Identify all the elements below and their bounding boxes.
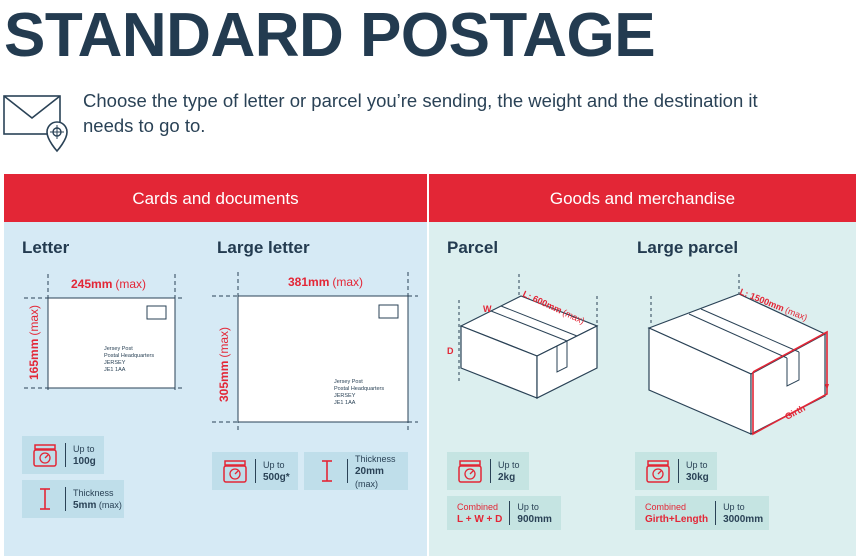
parcel-d-label: D [447,346,454,356]
letter-height-max: (max) [27,305,41,336]
large-parcel-weight-value: 30kg [686,471,709,483]
letter-diagram: 245mm(max) 165mm(max) Jersey Post Postal… [24,274,184,390]
letter-weight-label: Up to [73,443,95,454]
letter-address-4: JE1 1AA [104,367,126,373]
scales-icon [33,444,57,467]
svg-text:165mm(max): 165mm (max) [27,305,41,380]
letter-thickness-value: 5mm [73,499,97,511]
large-letter-title: Large letter [217,238,310,257]
intro-text: Choose the type of letter or parcel you’… [83,90,758,136]
letter-address-3: JERSEY [104,360,126,366]
large-parcel-combined-formula: Girth+Length [645,513,709,525]
large-letter-thickness-max: (max) [355,478,378,489]
goods-merchandise-header: Goods and merchandise [429,174,856,222]
large-parcel-combined-value: 3000mm [723,513,764,525]
parcel-weight-label: Up to [498,459,520,470]
large-letter-address-2: Postal Headquarters [334,386,384,392]
large-letter-diagram: 381mm(max) 305mm(max) Jersey Post Postal… [212,272,418,430]
cards-documents-header: Cards and documents [4,174,427,222]
letter-address-2: Postal Headquarters [104,353,154,359]
thickness-icon [40,488,50,510]
parcel-combined-value: 900mm [517,513,552,525]
letter-address-1: Jersey Post [104,346,133,352]
large-parcel-combined-label: Combined [645,501,687,512]
thickness-icon [322,460,332,482]
scales-icon [646,460,670,483]
parcel-combined-formula: L + W + D [457,513,503,525]
large-parcel-diagram: L: 1500mm(max) Girth [647,274,829,436]
parcel-w-label: W [483,304,492,314]
envelope-location-icon [3,95,68,153]
scales-icon [223,460,247,483]
letter-thickness-label: Thickness [73,487,114,498]
scales-icon [458,460,482,483]
parcel-diagram: W D L: 600mm(max) [447,274,599,399]
large-letter-weight-value: 500g* [263,471,290,483]
goods-merchandise-panel: Goods and merchandise Parcel Large parce… [429,174,856,556]
large-letter-thickness-value: 20mm [355,465,384,477]
parcel-combined-up-to: Up to [517,501,539,512]
page-title: STANDARD POSTAGE [4,1,656,70]
letter-width-value: 245mm [71,277,112,291]
letter-width-max: (max) [115,277,146,291]
large-letter-address-3: JERSEY [334,393,356,399]
large-parcel-combined-up-to: Up to [723,501,745,512]
large-parcel-weight-label: Up to [686,459,708,470]
large-letter-width-max: (max) [332,275,363,289]
parcel-combined-label: Combined [457,501,499,512]
parcel-title: Parcel [447,238,499,257]
letter-weight-value: 100g [73,455,96,467]
svg-text:245mm(max): 245mm(max) [71,277,146,291]
large-letter-width-value: 381mm [288,275,329,289]
letter-thickness-max: (max) [98,499,122,510]
cards-documents-panel: Cards and documents Letter Large letter … [4,174,427,556]
large-letter-address-1: Jersey Post [334,379,363,385]
svg-text:381mm(max): 381mm(max) [288,275,363,289]
letter-title: Letter [22,238,70,257]
parcel-weight-value: 2kg [498,471,516,483]
large-letter-thickness-label: Thickness [355,453,396,464]
large-letter-height-value: 305mm [217,361,231,402]
large-letter-address-4: JE1 1AA [334,400,356,406]
large-letter-weight-label: Up to [263,459,285,470]
letter-height-value: 165mm [27,339,41,380]
large-letter-height-max: (max) [217,327,231,358]
large-parcel-title: Large parcel [637,238,739,257]
svg-text:305mm(max): 305mm (max) [217,327,231,402]
